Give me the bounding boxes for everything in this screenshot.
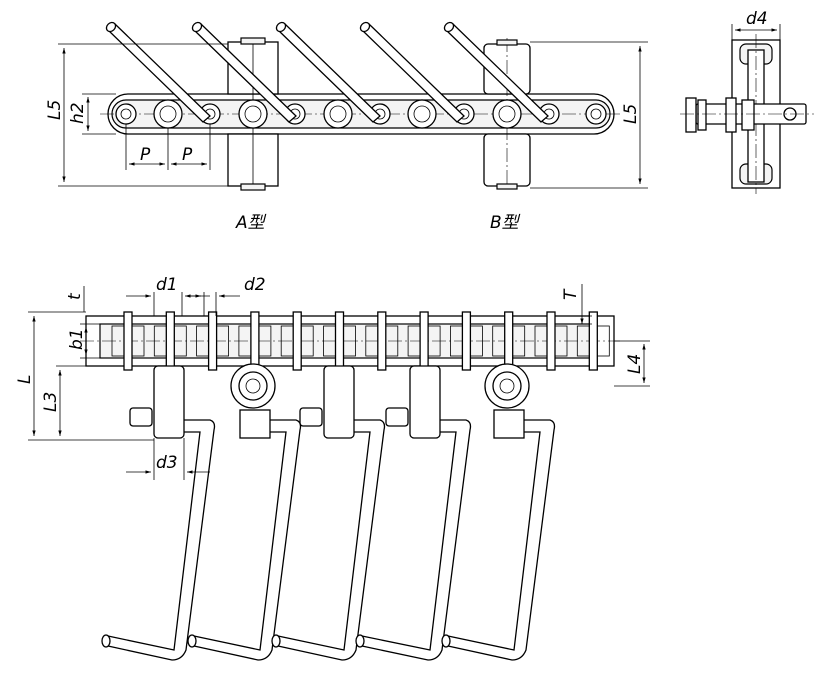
- front-view: L5 h2 P P L5 A型 B型: [45, 21, 648, 233]
- dim-d1: d1: [126, 275, 210, 316]
- plan-view: L L3 b1 t d1 d2: [15, 275, 650, 661]
- dim-l4-label: L4: [625, 354, 645, 374]
- chain-pin: [419, 311, 429, 371]
- dim-l5-left: L5: [45, 43, 228, 187]
- chain-pin: [588, 311, 598, 371]
- chain-pin: [334, 311, 345, 371]
- dim-l-label: L: [15, 375, 35, 384]
- dim-d3: d3: [126, 438, 210, 480]
- chain-plan: [80, 311, 620, 371]
- chain-pin: [165, 311, 175, 371]
- dim-l5-right: L5: [530, 41, 648, 189]
- dim-d2-label: d2: [244, 275, 266, 295]
- caption-type-b: B型: [490, 213, 521, 233]
- chain-pin: [123, 311, 133, 371]
- dim-p-label-1: P: [140, 145, 151, 165]
- chain-pin: [292, 311, 302, 371]
- dim-d2: d2: [190, 275, 266, 316]
- dim-d3-label: d3: [156, 453, 178, 473]
- dim-d4-label: d4: [746, 9, 768, 29]
- dim-t-big: T: [561, 284, 592, 325]
- chain-links-front: [100, 93, 622, 135]
- chain-pin: [504, 311, 514, 371]
- chain-pin: [461, 311, 472, 371]
- dim-l4: L4: [614, 340, 650, 387]
- chain-pin: [250, 311, 260, 371]
- dim-l3-label: L3: [41, 392, 61, 412]
- dim-h2-label: h2: [68, 102, 88, 124]
- b-type-rollers: [483, 38, 531, 192]
- dim-l: L: [15, 311, 154, 441]
- dim-p-label-2: P: [182, 145, 193, 165]
- chain-pin: [546, 311, 556, 371]
- dim-t-small-label: t: [65, 292, 85, 300]
- dim-l5-right-label: L5: [621, 104, 641, 124]
- chain-pin: [207, 311, 218, 371]
- dim-t-small: t: [65, 286, 85, 312]
- dim-l5-left-label: L5: [45, 100, 65, 120]
- dim-pitch: P P: [125, 124, 211, 170]
- dim-l3: L3: [41, 365, 86, 436]
- caption-type-a: A型: [235, 213, 267, 233]
- dim-h2: h2: [68, 93, 116, 135]
- dim-d1-label: d1: [156, 275, 178, 295]
- dim-b1-label: b1: [67, 328, 87, 350]
- chain-pin: [377, 311, 387, 371]
- crank-rods: [101, 419, 556, 661]
- dim-b1: b1: [67, 323, 100, 359]
- side-view: d4: [680, 9, 814, 194]
- diagonal-rods: [105, 21, 549, 123]
- dim-t-big-label: T: [561, 288, 581, 300]
- posts: [129, 363, 530, 439]
